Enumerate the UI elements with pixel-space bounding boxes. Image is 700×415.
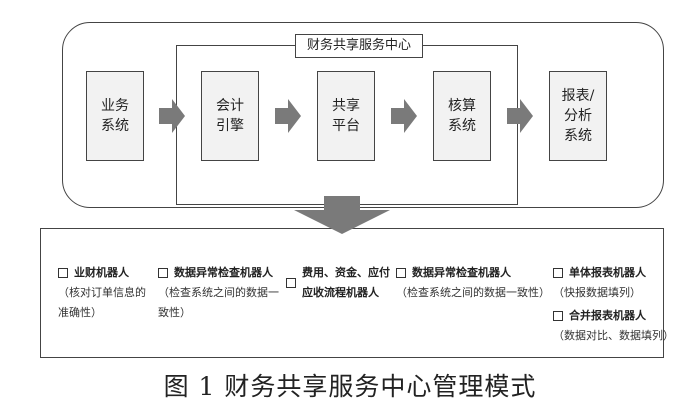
outer-frame (62, 22, 664, 208)
checkbox-icon (58, 268, 68, 278)
robot-desc: （核对订单信息的 准确性） (58, 286, 146, 319)
figure-caption: 图 1 财务共享服务中心管理模式 (163, 372, 537, 401)
stage-accounting-system: 核算 系统 (433, 71, 491, 161)
stage-label: 业务 系统 (101, 98, 129, 134)
robot-panel (40, 228, 664, 358)
shared-service-center-title: 财务共享服务中心 (295, 34, 423, 58)
robot-desc: （检查系统之间的数据一 致性） (158, 286, 279, 319)
checkbox-icon (553, 311, 563, 321)
stage-report-analysis-system: 报表/ 分析 系统 (549, 71, 607, 161)
stage-label: 报表/ 分析 系统 (561, 88, 595, 144)
robot-name: 单体报表机器人 (569, 266, 646, 279)
robot-item: 数据异常检查机器人 （检查系统之间的数据一致性） (396, 263, 550, 303)
robot-name: 费用、资金、应付 应收流程机器人 (302, 266, 390, 299)
robot-item: 单体报表机器人 （快报数据填列） (553, 263, 646, 303)
robot-item: 业财机器人 （核对订单信息的 准确性） (58, 263, 146, 323)
flow-arrow-3 (391, 99, 417, 133)
stage-label: 会计 引擎 (216, 98, 244, 134)
checkbox-icon (396, 268, 406, 278)
stage-label: 共享 平台 (332, 98, 360, 134)
flow-arrow-2 (275, 99, 301, 133)
robot-item: 费用、资金、应付 应收流程机器人 (286, 263, 390, 303)
robot-name: 业财机器人 (74, 266, 129, 279)
robot-desc: （快报数据填列） (553, 286, 641, 299)
stage-label: 核算 系统 (448, 98, 476, 134)
robot-name: 数据异常检查机器人 (174, 266, 273, 279)
checkbox-icon (158, 268, 168, 278)
checkbox-icon (553, 268, 563, 278)
robot-desc: （数据对比、数据填列） (553, 329, 674, 342)
robot-desc: （检查系统之间的数据一致性） (396, 286, 550, 299)
robot-item: 数据异常检查机器人 （检查系统之间的数据一 致性） (158, 263, 279, 323)
robot-name: 合并报表机器人 (569, 309, 646, 322)
flow-arrow-4 (507, 99, 533, 133)
stage-shared-platform: 共享 平台 (317, 71, 375, 161)
stage-business-system: 业务 系统 (86, 71, 144, 161)
robot-item: 合并报表机器人 （数据对比、数据填列） (553, 306, 674, 346)
robot-name: 数据异常检查机器人 (412, 266, 511, 279)
stage-accounting-engine: 会计 引擎 (201, 71, 259, 161)
checkbox-icon (286, 278, 296, 288)
down-arrow (294, 196, 390, 234)
flow-arrow-1 (159, 99, 185, 133)
